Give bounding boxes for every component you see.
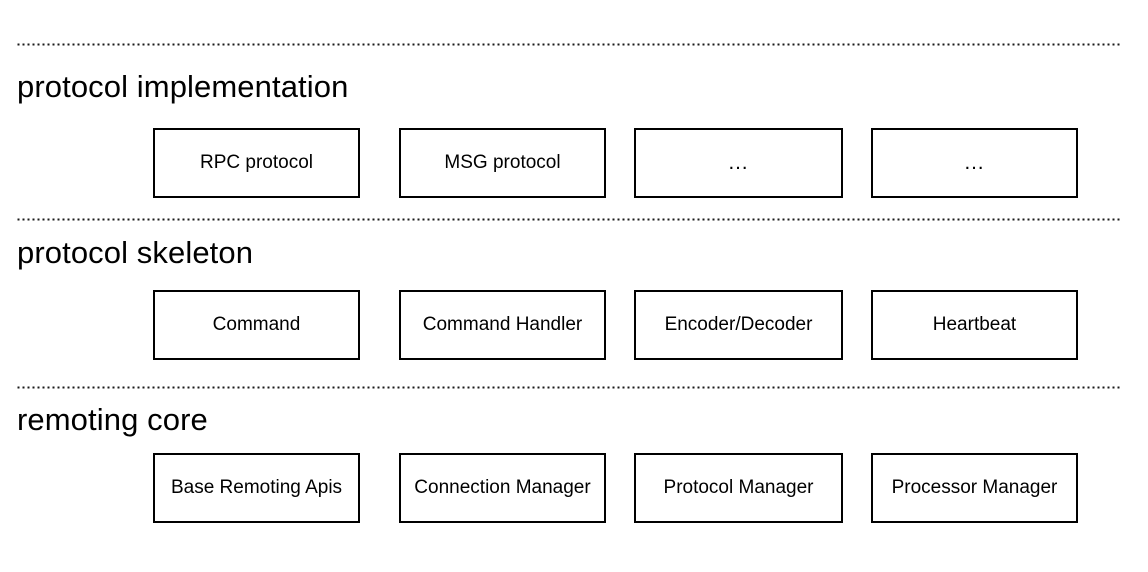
layer-box-label: Base Remoting Apis	[170, 477, 343, 498]
layer-box-heartbeat: Heartbeat	[871, 290, 1078, 360]
layer-box-label: …	[727, 151, 750, 174]
layer-box-label: …	[963, 151, 986, 174]
layer-box-base-remoting-apis: Base Remoting Apis	[153, 453, 360, 523]
layer-box-protocol-placeholder-1: …	[634, 128, 843, 198]
layer-box-command-handler: Command Handler	[399, 290, 606, 360]
layer-box-label: Processor Manager	[891, 477, 1058, 498]
layer-box-label: Protocol Manager	[663, 477, 814, 498]
layer-box-msg-protocol: MSG protocol	[399, 128, 606, 198]
layer-box-label: RPC protocol	[200, 152, 313, 173]
layer-box-processor-manager: Processor Manager	[871, 453, 1078, 523]
layer-divider-remoting-core	[16, 386, 1120, 389]
layer-box-label: Command Handler	[422, 314, 583, 335]
layer-box-protocol-placeholder-2: …	[871, 128, 1078, 198]
layer-box-label: Command	[212, 314, 301, 335]
layer-box-connection-manager: Connection Manager	[399, 453, 606, 523]
layer-box-label: Heartbeat	[932, 314, 1017, 335]
layer-title-remoting-core: remoting core	[17, 402, 208, 437]
layer-box-label: Encoder/Decoder	[664, 314, 813, 335]
layer-divider-protocol-skeleton	[16, 218, 1120, 221]
layer-box-encoder-decoder: Encoder/Decoder	[634, 290, 843, 360]
layer-box-rpc-protocol: RPC protocol	[153, 128, 360, 198]
layer-title-protocol-skeleton: protocol skeleton	[17, 235, 254, 270]
layer-box-label: MSG protocol	[444, 152, 561, 173]
layer-title-protocol-implementation: protocol implementation	[17, 69, 349, 104]
layer-box-command: Command	[153, 290, 360, 360]
layer-box-protocol-manager: Protocol Manager	[634, 453, 843, 523]
layer-divider-protocol-implementation	[16, 43, 1120, 46]
layer-box-label: Connection Manager	[414, 477, 591, 498]
